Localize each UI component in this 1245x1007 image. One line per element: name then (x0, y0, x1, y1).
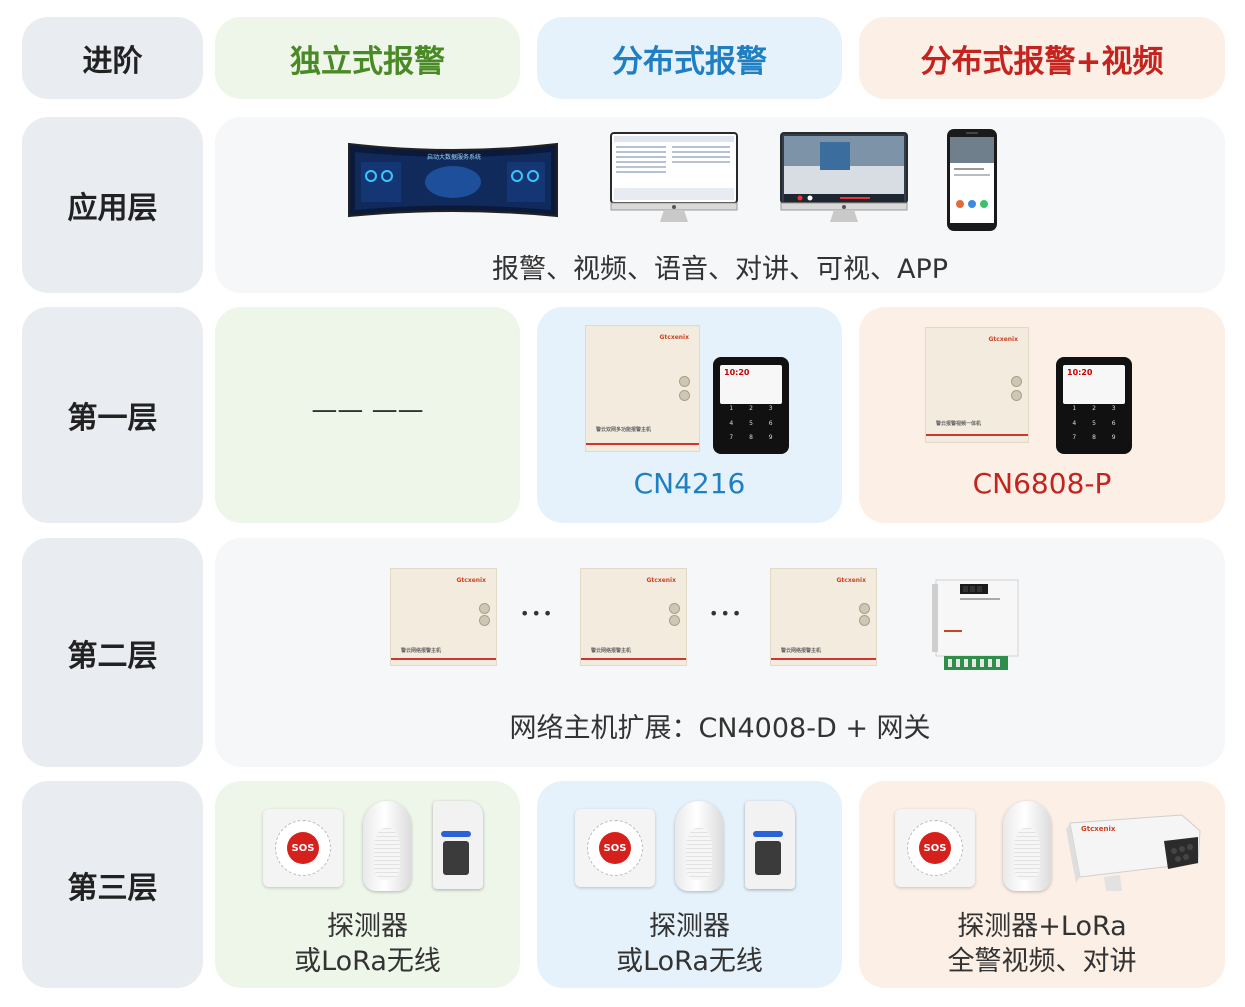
pir-wall-detector-icon (433, 801, 483, 889)
panel-brand-logo: Gtcxenix (988, 336, 1019, 343)
gateway-device-icon (932, 579, 1019, 670)
video-wall-screen-icon (348, 142, 558, 218)
sos-button-icon: SOS (895, 809, 975, 887)
panel-text: 警云网络报警主机 (401, 648, 442, 654)
panel-key-icon (1011, 376, 1022, 387)
header-col-distributed-video: 分布式报警+视频 (859, 17, 1225, 99)
panel-brand-logo: Gtcxenix (646, 577, 677, 584)
layer2-caption: 网络主机扩展：CN4008-D + 网关 (509, 713, 931, 744)
header-col3-title: 分布式报警+视频 (920, 43, 1164, 80)
header-col-standalone: 独立式报警 (215, 17, 520, 99)
header-col1-title: 独立式报警 (290, 43, 445, 80)
panel-text: 警云网络报警主机 (591, 648, 632, 654)
layer3-col2-line1: 探测器 (649, 911, 730, 942)
keypad-time: 10:20 (1067, 368, 1093, 377)
panel-text: 警云双网多功能报警主机 (596, 427, 652, 433)
expansion-host-panel-icon: Gtcxenix 警云网络报警主机 (390, 568, 497, 666)
header-col2-title: 分布式报警 (612, 43, 767, 80)
desktop-monitor-software-icon (610, 132, 738, 222)
panel-text: 警云报警视频一体机 (936, 421, 982, 427)
layer1-empty-dash: —— —— (311, 395, 424, 425)
panel-key-icon (479, 603, 490, 614)
bullet-camera-icon (1066, 814, 1201, 891)
panel-key-icon (679, 376, 690, 387)
pir-ceiling-detector-icon (675, 801, 723, 891)
desktop-monitor-video-icon (780, 132, 908, 222)
layer3-col3-line2: 全警视频、对讲 (947, 946, 1137, 977)
sos-button-icon: SOS (575, 809, 655, 887)
row-label-layer1: 第一层 (22, 307, 203, 523)
panel-brand-logo: Gtcxenix (836, 577, 867, 584)
row-label-layer3-text: 第三层 (67, 870, 158, 906)
layer1-col2-model: CN4216 (633, 467, 746, 500)
panel-lock-icon (669, 615, 680, 626)
pir-ceiling-detector-icon (363, 801, 411, 891)
panel-brand-logo: Gtcxenix (456, 577, 487, 584)
app-layer-panel: 启动大数据服务系统 (215, 117, 1225, 293)
pir-wall-detector-icon (745, 801, 795, 889)
expansion-host-panel-icon: Gtcxenix 警云网络报警主机 (580, 568, 687, 666)
panel-stripe (586, 443, 699, 445)
expansion-host-panel-icon: Gtcxenix 警云网络报警主机 (770, 568, 877, 666)
header-corner-cell: 进阶 (22, 17, 203, 99)
alarm-video-host-panel-icon: Gtcxenix 警云报警视频一体机 (925, 327, 1029, 443)
camera-brand-logo: Gtcxenix (1081, 825, 1116, 833)
header-col-distributed: 分布式报警 (537, 17, 842, 99)
sos-label: SOS (919, 832, 951, 864)
mobile-app-phone-icon (947, 129, 997, 231)
panel-lock-icon (679, 390, 690, 401)
layer3-col3-line1: 探测器+LoRa (957, 911, 1127, 942)
panel-lock-icon (859, 615, 870, 626)
layer3-col1-line1: 探测器 (327, 911, 408, 942)
header-corner-label: 进阶 (82, 44, 143, 79)
row-label-layer3: 第三层 (22, 781, 203, 988)
row-label-app-text: 应用层 (67, 191, 158, 226)
row-label-layer1-text: 第一层 (67, 401, 158, 436)
row-label-app: 应用层 (22, 117, 203, 293)
layer3-distributed-cell: SOS 探测器 或LoRa无线 (537, 781, 842, 988)
layer1-col3-model: CN6808-P (972, 467, 1112, 500)
panel-stripe (771, 658, 876, 660)
panel-stripe (581, 658, 686, 660)
sos-label: SOS (287, 832, 319, 864)
panel-stripe (926, 434, 1028, 436)
layer3-col1-line2: 或LoRa无线 (294, 946, 441, 977)
layer3-standalone-cell: SOS 探测器 或LoRa无线 (215, 781, 520, 988)
ellipsis-2: ••• (709, 604, 744, 623)
layer3-col2-line2: 或LoRa无线 (616, 946, 763, 977)
panel-lock-icon (479, 615, 490, 626)
sos-label: SOS (599, 832, 631, 864)
row-label-layer2-text: 第二层 (67, 638, 158, 674)
alarm-host-panel-icon: Gtcxenix 警云双网多功能报警主机 (585, 325, 700, 452)
panel-lock-icon (1011, 390, 1022, 401)
panel-stripe (391, 658, 496, 660)
layer1-standalone-cell: —— —— (215, 307, 520, 523)
layer2-panel: Gtcxenix 警云网络报警主机 ••• Gtcxenix 警云网络报警主机 … (215, 538, 1225, 767)
row-label-layer2: 第二层 (22, 538, 203, 767)
panel-key-icon (669, 603, 680, 614)
pir-ceiling-detector-icon (1003, 801, 1051, 891)
sos-button-icon: SOS (263, 809, 343, 887)
layer3-video-cell: SOS Gtcxenix 探测器+LoRa 全警视频、对讲 (859, 781, 1225, 988)
panel-key-icon (859, 603, 870, 614)
keypad-time: 10:20 (724, 368, 750, 377)
panel-text: 警云网络报警主机 (781, 648, 822, 654)
ellipsis-1: ••• (520, 604, 555, 623)
video-wall-title: 启动大数据服务系统 (427, 154, 482, 161)
panel-brand-logo: Gtcxenix (659, 334, 690, 341)
app-layer-caption: 报警、视频、语音、对讲、可视、APP (491, 254, 949, 285)
